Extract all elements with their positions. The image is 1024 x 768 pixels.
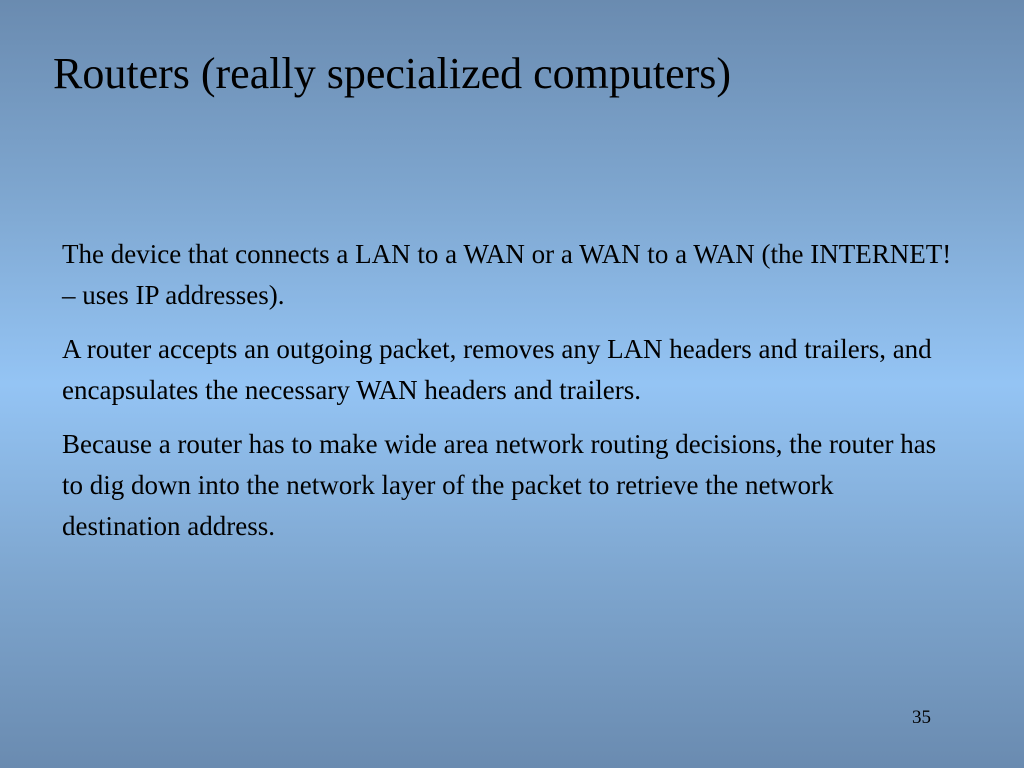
slide-title: Routers (really specialized computers) (53, 49, 732, 98)
body-paragraph-1: The device that connects a LAN to a WAN … (62, 239, 952, 310)
body-paragraph-2: A router accepts an outgoing packet, rem… (62, 334, 932, 405)
slide-body: The device that connects a LAN to a WAN … (62, 234, 952, 560)
slide-number: 35 (912, 707, 931, 728)
body-paragraph-3: Because a router has to make wide area n… (62, 429, 937, 541)
